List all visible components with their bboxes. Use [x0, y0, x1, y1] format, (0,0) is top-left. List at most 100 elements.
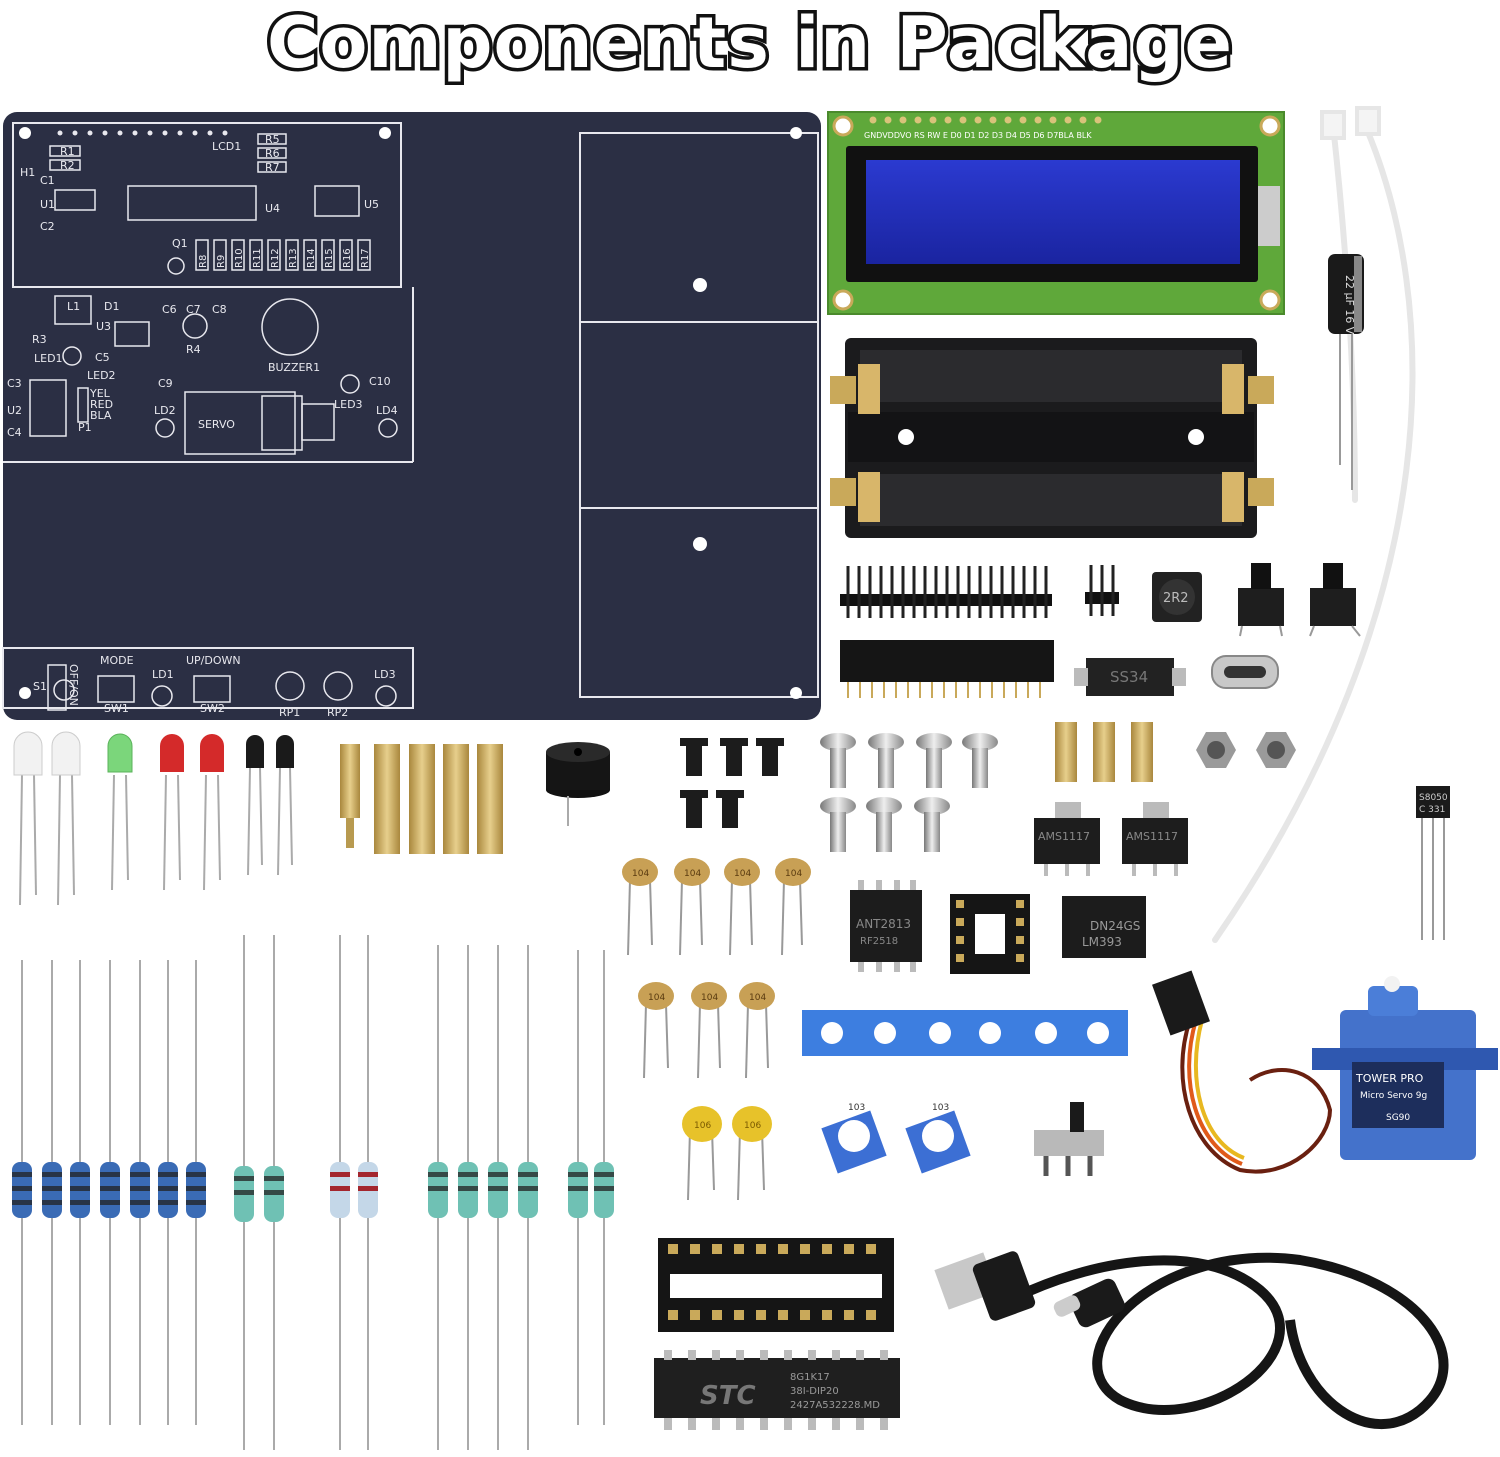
pcb-label-r7: R7	[265, 161, 280, 174]
pcb-label-c9: C9	[158, 377, 173, 390]
pcb-label-led3: LED3	[334, 398, 363, 411]
chip-ant-label: ANT2813	[856, 917, 911, 931]
electrolytic-capacitor: 22 μF 16 V	[1328, 254, 1364, 490]
servo-motor: TOWER PRO Micro Servo 9g SG90	[1152, 970, 1498, 1174]
pcb-label-p1: P1	[78, 421, 92, 434]
pcb-label-u5: U5	[364, 198, 379, 211]
diode-label: SS34	[1110, 668, 1148, 686]
black-screws	[680, 738, 784, 828]
pcb-label-ld2: LD2	[154, 404, 176, 417]
pcb-label-s1: S1	[33, 680, 47, 693]
pcb-label-rp1: RP1	[279, 706, 300, 719]
pcb-label-r6: R6	[265, 147, 280, 160]
pot-label-1: 103	[848, 1103, 865, 1113]
pcb-label-r9: R9	[216, 255, 227, 268]
pcb-label-c8: C8	[212, 303, 227, 316]
lcd-pin-labels: GNDVDDVO RS RW E D0 D1 D2 D3 D4 D5 D6 D7…	[864, 131, 1092, 140]
battery-holder	[830, 338, 1274, 538]
pcb-label-ld1: LD1	[152, 668, 174, 681]
usb-c-socket	[1211, 655, 1279, 689]
cap-104-2: 104	[684, 869, 701, 879]
pcb-label-r10: R10	[234, 248, 245, 268]
dip-chip-lm393: DN24GS LM393	[1062, 896, 1146, 958]
pcb-label-c3: C3	[7, 377, 22, 390]
ic-socket-20	[658, 1238, 894, 1332]
pcb-label-mode: MODE	[100, 654, 134, 667]
pcb-label-c1: C1	[40, 174, 55, 187]
pcb-label-c4: C4	[7, 426, 22, 439]
mcu-brand: STC	[700, 1381, 756, 1411]
pcb-label-ld4: LD4	[376, 404, 398, 417]
pcb-label-r16: R16	[342, 248, 353, 268]
cap-104-5: 104	[648, 993, 665, 1003]
pot-label-2: 103	[932, 1103, 949, 1113]
ycap-label-2: 106	[744, 1121, 761, 1131]
resistors	[21, 935, 605, 1450]
mcu-line-a: 8G1K17	[790, 1372, 830, 1383]
pcb-label-yel: YEL	[89, 387, 111, 400]
chip-lm-label: DN24GS	[1090, 919, 1140, 933]
resistor-bodies	[12, 1162, 614, 1222]
pcb-label-led2: LED2	[87, 369, 116, 382]
pcb-label-offon: OFF/ON	[67, 664, 80, 706]
trimmer-potentiometers: 103 103	[821, 1103, 971, 1174]
pcb-label-r17: R17	[360, 248, 371, 268]
pcb-label-r11: R11	[252, 248, 263, 268]
pcb-label-c2: C2	[40, 220, 55, 233]
transistor-label-a: S8050	[1419, 793, 1448, 803]
pcb-label-r3: R3	[32, 333, 47, 346]
pcb-label-c7: C7	[186, 303, 201, 316]
pcb-label-l1: L1	[67, 300, 80, 313]
cap-104-6: 104	[701, 993, 718, 1003]
pcb-label-bla: BLA	[90, 409, 112, 422]
usb-cable	[934, 1251, 1449, 1430]
chip-ant-label-b: RF2518	[860, 936, 898, 947]
cap-104-4: 104	[785, 869, 802, 879]
pcb-label-c6: C6	[162, 303, 177, 316]
transistor-label-b: C 331	[1419, 805, 1445, 815]
buzzer	[546, 742, 610, 826]
pcb-label-sw2: SW2	[200, 702, 225, 715]
blue-spacer-strip	[802, 1010, 1128, 1056]
cap-104-1: 104	[632, 869, 649, 879]
inductor-label: 2R2	[1163, 591, 1189, 606]
servo-brand: TOWER PRO	[1355, 1072, 1424, 1085]
pcb-board: R1 R2 C1 C2 H1 U1 LCD1 R5 R6 R7 U4 U5 Q1…	[2, 112, 821, 720]
brass-standoffs	[340, 722, 1153, 854]
pcb-label-buzzer1: BUZZER1	[268, 361, 320, 374]
chip-lm-label-b: LM393	[1082, 935, 1122, 949]
tactile-buttons	[1238, 563, 1361, 637]
soic-chip-ant: ANT2813 RF2518	[850, 880, 922, 972]
pcb-label-u3: U3	[96, 320, 111, 333]
silver-screws	[820, 733, 998, 852]
pcb-label-q1: Q1	[172, 237, 188, 250]
schottky-diode: SS34	[1074, 658, 1186, 696]
reg2-label: AMS1117	[1126, 830, 1178, 843]
pcb-label-c5: C5	[95, 351, 110, 364]
cap-104-3: 104	[734, 869, 751, 879]
pcb-label-u1: U1	[40, 198, 55, 211]
pcb-label-r4: R4	[186, 343, 201, 356]
pcb-label-r5: R5	[265, 133, 280, 146]
inductor: 2R2	[1152, 572, 1202, 622]
ic-socket-8	[950, 894, 1030, 974]
pcb-label-u4: U4	[265, 202, 280, 215]
slide-switch	[1034, 1102, 1104, 1176]
pcb-label-led1: LED1	[34, 352, 63, 365]
pcb-label-sw1: SW1	[104, 702, 129, 715]
lcd-module: GNDVDDVO RS RW E D0 D1 D2 D3 D4 D5 D6 D7…	[827, 111, 1285, 315]
page-title: Components in Package	[264, 0, 1236, 88]
pcb-label-u2: U2	[7, 404, 22, 417]
pcb-label-r14: R14	[306, 248, 317, 268]
pcb-label-h1: H1	[20, 166, 35, 179]
mcu-line-c: 2427A532228.MD	[790, 1400, 880, 1411]
pcb-label-r13: R13	[288, 248, 299, 268]
servo-model: Micro Servo 9g	[1360, 1091, 1427, 1101]
pcb-label-r1: R1	[60, 145, 75, 158]
pcb-label-r2: R2	[60, 159, 75, 172]
pin-header-male	[840, 566, 1052, 618]
pcb-label-servo: SERVO	[198, 418, 235, 431]
ycap-label-1: 106	[694, 1121, 711, 1131]
cap-104-7: 104	[749, 993, 766, 1003]
